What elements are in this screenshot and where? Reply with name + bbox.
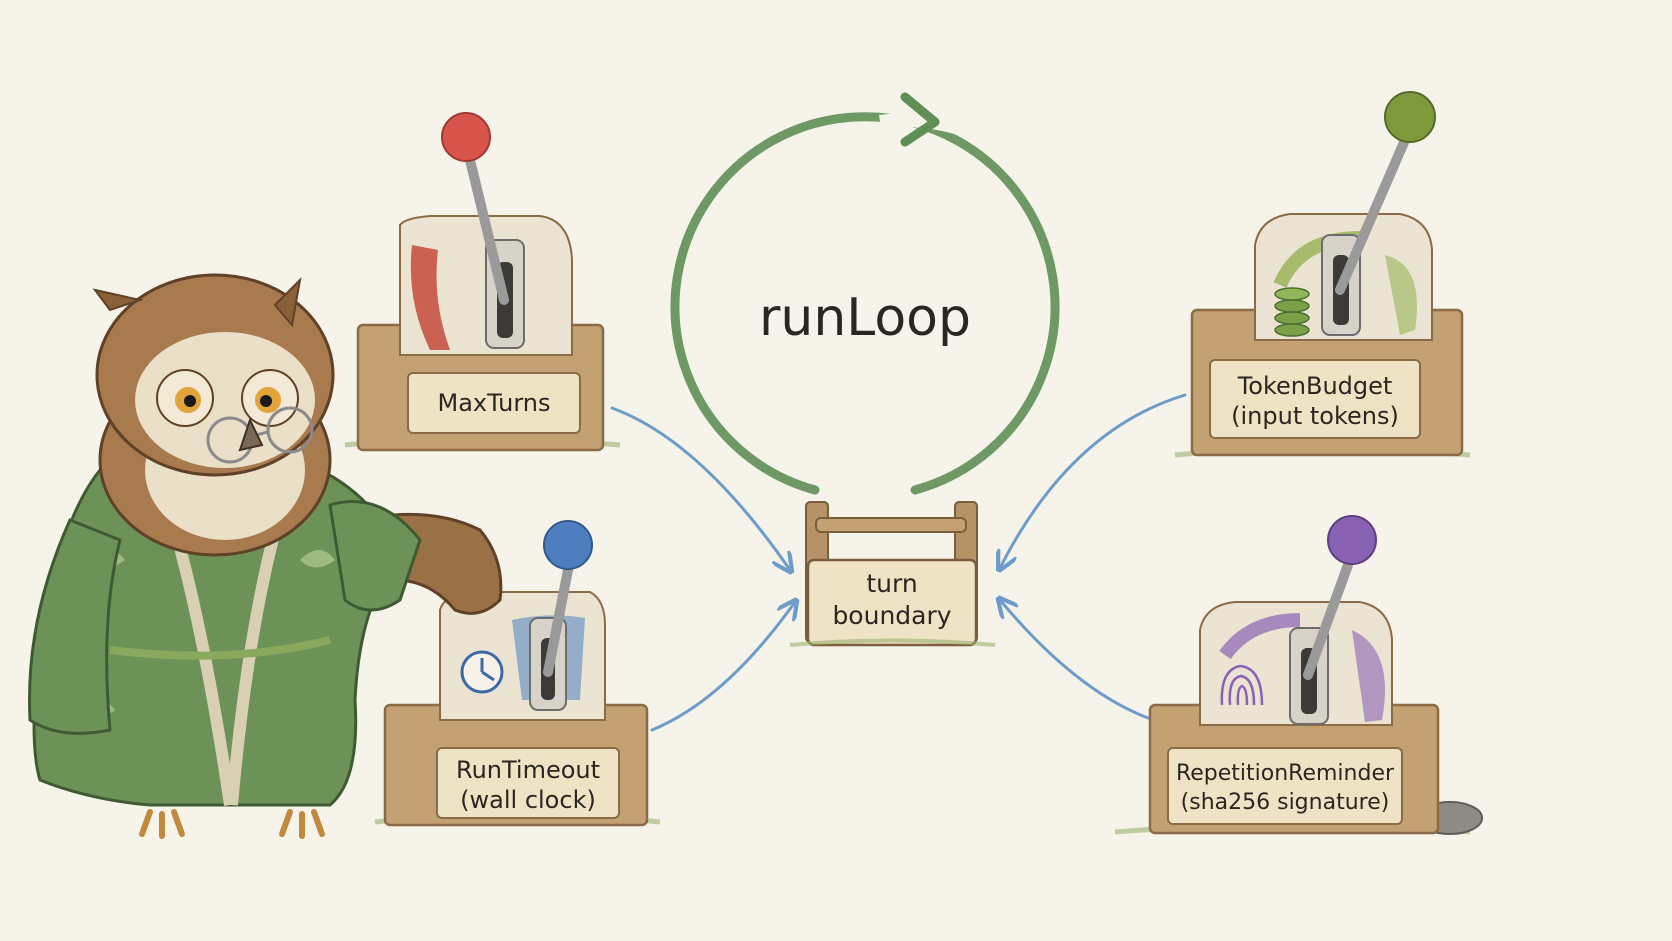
repetition-label-line1: RepetitionReminder <box>1176 761 1395 786</box>
owl-icon <box>28 273 503 839</box>
loop-arrow <box>670 112 1060 495</box>
knob-tokenbudget[interactable] <box>1384 91 1436 143</box>
tokenbudget-label-line2: (input tokens) <box>1231 402 1399 430</box>
plaque-tokenbudget <box>1209 359 1421 439</box>
boundary-plaque <box>806 558 978 647</box>
plaque-maxturns <box>407 372 581 434</box>
arrow-maxturns <box>610 406 790 570</box>
repetition-label-line2: (sha256 signature) <box>1181 790 1390 815</box>
plaque-repetition <box>1167 747 1403 825</box>
loop-arrowhead-icon <box>900 92 940 147</box>
runtimeout-label-line1: RunTimeout <box>456 756 600 784</box>
knob-maxturns[interactable] <box>441 112 491 162</box>
lever-tokenbudget: TokenBudget (input tokens) <box>1174 91 1471 458</box>
loop-arrow-gap <box>879 113 968 137</box>
arrow-repetition <box>1000 600 1150 720</box>
fingerprint-icon <box>1220 664 1264 706</box>
arrow-runtimeout <box>650 602 795 732</box>
maxturns-label: MaxTurns <box>437 389 550 417</box>
lever-maxturns: MaxTurns <box>344 112 621 452</box>
arrow-tokenbudget <box>1000 393 1187 568</box>
boundary-label-line2: boundary <box>832 601 951 630</box>
knob-repetition[interactable] <box>1327 515 1377 565</box>
boundary-label-line1: turn <box>866 569 917 598</box>
lever-runtimeout: RunTimeout (wall clock) <box>374 520 661 827</box>
runtimeout-label-line2: (wall clock) <box>460 786 596 814</box>
lever-repetition: RepetitionReminder (sha256 signature) <box>1114 515 1483 835</box>
knob-runtimeout[interactable] <box>543 520 593 570</box>
flow-arrows <box>610 393 1187 732</box>
loop-title: runLoop <box>759 288 971 348</box>
turn-boundary: turn boundary <box>789 501 996 647</box>
tokenbudget-label-line1: TokenBudget <box>1237 372 1393 400</box>
runloop-cycle: runLoop <box>670 92 1060 495</box>
plaque-runtimeout <box>436 747 620 819</box>
coin-stack-icon <box>1274 287 1310 337</box>
